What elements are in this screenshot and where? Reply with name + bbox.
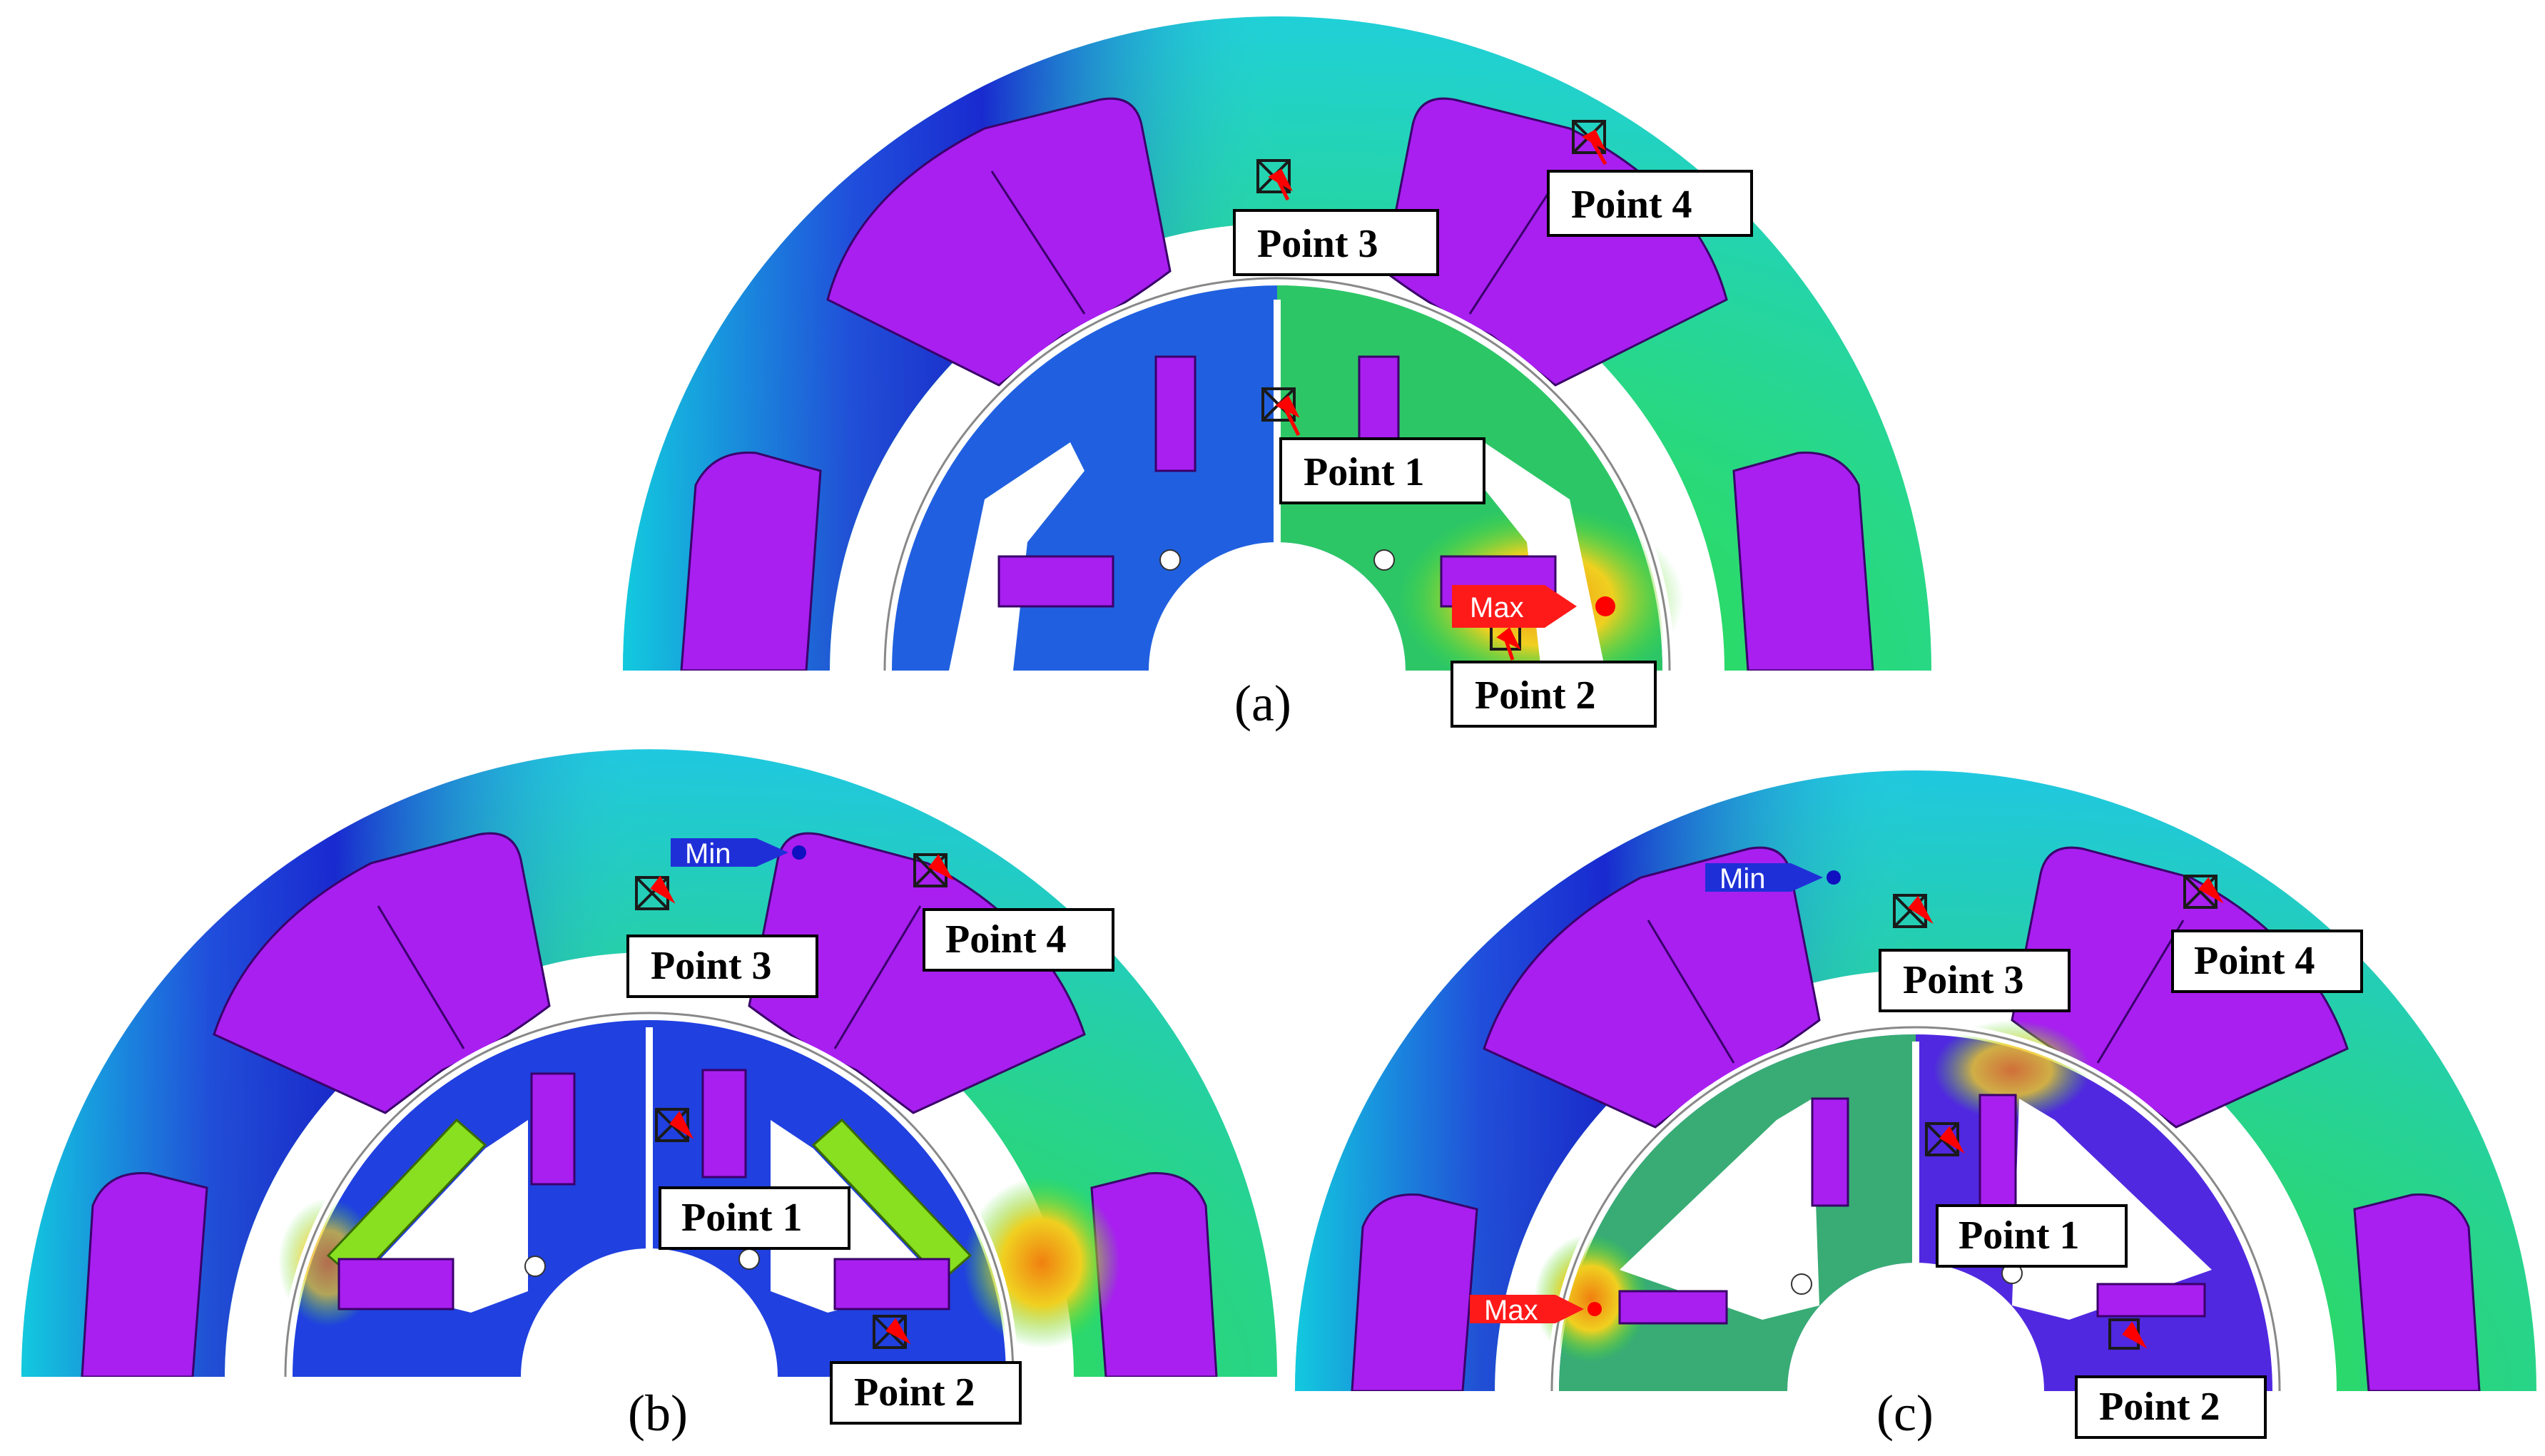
svg-text:Min: Min — [685, 838, 731, 870]
min-tag: Min — [1705, 863, 1841, 895]
rotor-magnets — [337, 1069, 950, 1310]
point-label-1: Point 1 — [659, 1186, 850, 1250]
panel-b: Min Point 3 Point 4 Point 1 Point 2 (b) — [14, 749, 1284, 1456]
min-tag: Min — [671, 838, 806, 870]
stator-magnets — [680, 97, 1874, 672]
point-label-1: Point 1 — [1279, 437, 1485, 504]
probe-arrows — [1908, 877, 2224, 1349]
svg-text:Point 3: Point 3 — [651, 944, 772, 988]
point-label-4: Point 4 — [2171, 930, 2363, 993]
rotor-magnets — [1618, 1094, 2206, 1325]
panel-c: Min Max Point 3 Point 4 Point 1 Point 2 … — [1291, 770, 2545, 1456]
svg-text:Point 1: Point 1 — [681, 1196, 803, 1240]
svg-text:Point 1: Point 1 — [1304, 450, 1425, 494]
svg-text:Point 3: Point 3 — [1257, 222, 1378, 266]
svg-text:Point 1: Point 1 — [1959, 1213, 2080, 1258]
caption-a: (a) — [1234, 675, 1291, 732]
probe-arrows — [1268, 129, 1607, 661]
svg-text:Point 4: Point 4 — [2194, 939, 2315, 983]
point-label-2: Point 2 — [1451, 661, 1657, 728]
max-tag: Max — [1452, 585, 1615, 628]
stator-magnets — [81, 832, 1218, 1378]
caption-c: (c) — [1876, 1385, 1934, 1442]
point-label-3: Point 3 — [626, 935, 818, 998]
svg-text:Point 2: Point 2 — [854, 1370, 975, 1415]
svg-text:Max: Max — [1470, 592, 1524, 623]
point-label-2: Point 2 — [830, 1361, 1022, 1425]
svg-text:Point 4: Point 4 — [1571, 183, 1692, 227]
caption-b: (b) — [628, 1385, 688, 1442]
point-label-3: Point 3 — [1879, 949, 2071, 1012]
point-label-1: Point 1 — [1936, 1204, 2128, 1268]
probe-arrows — [650, 854, 954, 1345]
svg-text:Point 3: Point 3 — [1903, 958, 2024, 1002]
point-label-4: Point 4 — [1547, 170, 1753, 237]
max-tag: Max — [1470, 1295, 1602, 1326]
svg-text:Point 2: Point 2 — [2099, 1385, 2220, 1429]
svg-text:Point 4: Point 4 — [945, 917, 1067, 962]
point-label-4: Point 4 — [923, 908, 1114, 972]
svg-text:Max: Max — [1484, 1295, 1538, 1326]
svg-text:Point 2: Point 2 — [1475, 673, 1596, 718]
rotor-bar-magnets — [326, 1118, 972, 1283]
svg-text:Min: Min — [1719, 863, 1765, 895]
panel-a: Max Point 1 Point 3 Point 4 Point 2 (a) — [614, 16, 1941, 742]
point-label-3: Point 3 — [1233, 209, 1439, 276]
point-label-2: Point 2 — [2075, 1375, 2267, 1439]
